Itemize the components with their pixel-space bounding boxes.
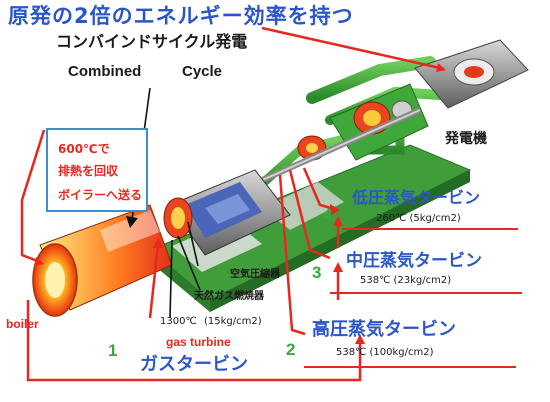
diagram-title: 原発の2倍のエネルギー効率を持つ (8, 4, 354, 28)
flow-arrows (20, 26, 446, 382)
gas-turbine-body (163, 169, 291, 256)
generator (414, 39, 529, 109)
turbine-number-3: 3 (312, 263, 322, 282)
note-line-2: 排熱を回収 (58, 164, 119, 178)
gas-turbine-en-label: gas turbine (166, 335, 231, 349)
high-pressure-turbine-box (304, 318, 516, 368)
mid-pressure-turbine-box (330, 248, 522, 294)
low-pressure-turbine-spec: 260℃ (5kg/cm2) (376, 213, 461, 224)
boiler-label: boiler (6, 317, 39, 331)
compressor-label: 空気圧縮器 (230, 269, 280, 280)
turbine-number-4: 4 (323, 205, 333, 224)
note-line-1: 600℃で (58, 142, 110, 156)
mid-pressure-turbine-name: 中圧蒸気タービン (346, 251, 482, 271)
heat-recovery-boiler (32, 204, 173, 317)
diagram-subtitle: コンバインドサイクル発電 (56, 32, 248, 51)
gas-turbine-pressure: (15kg/cm2) (204, 316, 262, 327)
turbine-number-1: 1 (108, 341, 118, 360)
cycle-label: Cycle (182, 63, 223, 80)
shaft (238, 107, 422, 193)
low-pressure-turbine-name: 低圧蒸気タービン (352, 188, 481, 207)
note-line-3: ボイラーへ送る (58, 188, 143, 202)
generator-label: 発電機 (445, 131, 487, 147)
high-pressure-turbine-spec: 538℃ (100kg/cm2) (336, 347, 434, 358)
pointer-lines (126, 87, 201, 319)
mid-pressure-turbine-spec: 538℃ (23kg/cm2) (360, 275, 452, 286)
combustor-label: 天然ガス燃焼器 (194, 291, 264, 302)
combined-label: Combined (68, 63, 142, 80)
gas-turbine-jp-label: ガスタービン (140, 354, 248, 375)
low-pressure-turbine-box (342, 186, 518, 230)
high-pressure-turbine-name: 高圧蒸気タービン (312, 319, 456, 340)
heat-recovery-note: 600℃で 排熱を回収 ボイラーへ送る (46, 128, 148, 212)
turbine-number-2: 2 (286, 340, 296, 359)
gas-turbine-temp: 1300℃ (160, 316, 197, 327)
